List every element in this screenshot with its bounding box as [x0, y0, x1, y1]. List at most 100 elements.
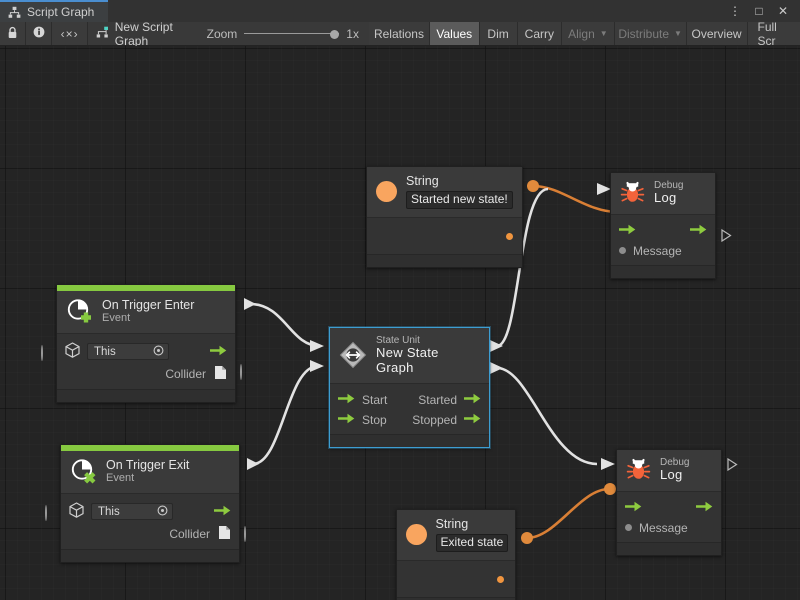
port-row-flow	[611, 221, 715, 241]
node-debug-log-top[interactable]: Debug Log Message	[610, 172, 716, 279]
flow-input-port[interactable]	[625, 501, 642, 515]
align-button[interactable]: Align ▼	[562, 22, 615, 45]
node-subtitle: Debug	[660, 457, 690, 468]
edge-arrowhead	[310, 340, 324, 352]
dim-button[interactable]: Dim	[479, 22, 518, 45]
on-trigger-enter-icon	[66, 298, 93, 325]
target-object-field[interactable]: This	[91, 503, 173, 520]
maximize-icon[interactable]: □	[755, 4, 763, 18]
zoom-slider[interactable]	[244, 28, 340, 40]
values-button[interactable]: Values	[429, 22, 480, 45]
flow-output-port[interactable]	[210, 345, 227, 359]
started-output-port[interactable]	[464, 393, 481, 407]
node-string-bottom[interactable]: String Exited state	[396, 509, 516, 600]
zoom-slider-track	[244, 33, 340, 34]
edge-trigger-exit-to-state-stop	[252, 364, 319, 466]
node-title: String	[406, 174, 439, 188]
state-unit-icon	[339, 341, 367, 369]
message-input-port[interactable]	[625, 524, 632, 532]
node-title: Log	[654, 190, 677, 206]
tab-label: Script Graph	[27, 5, 95, 19]
edge-string-bottom-to-debug-bottom	[526, 487, 610, 540]
debug-bottom-external-output-port[interactable]	[727, 457, 738, 474]
lock-button[interactable]	[0, 22, 26, 45]
node-footer	[617, 541, 721, 555]
tab-script-graph[interactable]: Script Graph	[0, 0, 109, 22]
stop-input-port[interactable]	[338, 413, 355, 427]
node-footer	[57, 389, 235, 402]
node-on-trigger-enter[interactable]: On Trigger Enter Event This	[56, 284, 236, 403]
zoom-slider-handle[interactable]	[330, 29, 340, 39]
edge-state-stopped-to-debug-bottom	[496, 366, 598, 466]
zoom-control[interactable]: Zoom 1x	[197, 22, 369, 45]
node-state-unit[interactable]: State Unit New State Graph Start Started	[329, 327, 490, 449]
info-button[interactable]	[25, 22, 53, 45]
node-body: Start Started Stop	[330, 383, 489, 435]
started-label: Started	[418, 393, 457, 408]
chevron-down-icon: ▼	[674, 28, 682, 38]
fullscreen-button[interactable]: Full Scr	[747, 19, 800, 48]
node-header: On Trigger Enter Event	[57, 291, 235, 333]
node-header: Debug Log	[617, 450, 721, 491]
node-footer	[397, 597, 515, 600]
object-picker-icon[interactable]	[153, 345, 164, 359]
collider-label: Collider	[169, 527, 210, 541]
close-icon[interactable]: ✕	[777, 4, 789, 18]
trigger-enter-collider-external-port[interactable]	[240, 364, 242, 380]
flow-input-port[interactable]	[619, 224, 636, 238]
trigger-exit-collider-external-port[interactable]	[244, 526, 246, 542]
on-trigger-exit-icon	[70, 458, 97, 485]
graph-name-label: New Script Graph	[114, 19, 173, 48]
collider-file-icon[interactable]	[218, 525, 231, 543]
flow-output-port[interactable]	[690, 224, 707, 238]
trigger-enter-external-input-port[interactable]	[41, 345, 43, 361]
debug-top-external-output-port[interactable]	[721, 228, 732, 245]
more-options-icon[interactable]: ⋮	[729, 4, 741, 18]
flow-output-port[interactable]	[696, 501, 713, 515]
stopped-label: Stopped	[412, 413, 457, 428]
edge-endpoint-dot	[527, 180, 539, 192]
graph-canvas[interactable]: String Started new state!	[0, 46, 800, 600]
lock-icon	[7, 26, 18, 42]
message-label: Message	[639, 520, 688, 535]
node-footer	[367, 254, 522, 267]
edge-endpoint-dot	[604, 483, 616, 495]
overview-button[interactable]: Overview	[686, 22, 748, 45]
event-accent-bar	[61, 445, 239, 451]
graph-name-field[interactable]: New Script Graph	[88, 19, 197, 48]
node-debug-log-bottom[interactable]: Debug Log Message	[616, 449, 722, 556]
overview-label: Overview	[691, 26, 742, 41]
graph-toolbar: ‹×› New Script Graph Zoom 1x Rela	[0, 19, 800, 48]
node-footer	[61, 549, 239, 562]
carry-button[interactable]: Carry	[517, 22, 563, 45]
node-header: State Unit New State Graph	[330, 328, 489, 384]
relations-button[interactable]: Relations	[368, 22, 430, 45]
fullscreen-label: Full Scr	[757, 19, 777, 48]
code-brackets-icon: ‹×›	[60, 26, 79, 41]
string-output-port[interactable]	[506, 232, 513, 240]
start-input-port[interactable]	[338, 393, 355, 407]
string-value-input[interactable]: Exited state	[435, 534, 508, 552]
node-body: Message	[617, 490, 721, 542]
port-row-flow	[617, 498, 721, 518]
bug-icon	[626, 457, 651, 482]
code-view-button[interactable]: ‹×›	[52, 22, 88, 45]
node-graph-icon	[8, 6, 21, 19]
trigger-exit-external-input-port[interactable]	[45, 505, 47, 521]
message-input-port[interactable]	[619, 247, 626, 255]
object-picker-icon[interactable]	[157, 505, 168, 519]
node-string-top[interactable]: String Started new state!	[366, 166, 523, 268]
flow-output-port[interactable]	[214, 505, 231, 519]
node-header: On Trigger Exit Event	[61, 451, 239, 493]
port-row-collider: Collider	[61, 523, 239, 545]
node-on-trigger-exit[interactable]: On Trigger Exit Event This	[60, 444, 240, 563]
stopped-output-port[interactable]	[464, 413, 481, 427]
string-value-input[interactable]: Started new state!	[406, 191, 513, 209]
edge-arrowhead	[490, 362, 503, 374]
distribute-button[interactable]: Distribute ▼	[614, 22, 687, 45]
target-object-field[interactable]: This	[87, 343, 169, 360]
edge-arrowhead	[601, 458, 615, 470]
string-output-port[interactable]	[497, 575, 504, 583]
node-body: Message	[611, 213, 715, 265]
collider-file-icon[interactable]	[214, 365, 227, 383]
